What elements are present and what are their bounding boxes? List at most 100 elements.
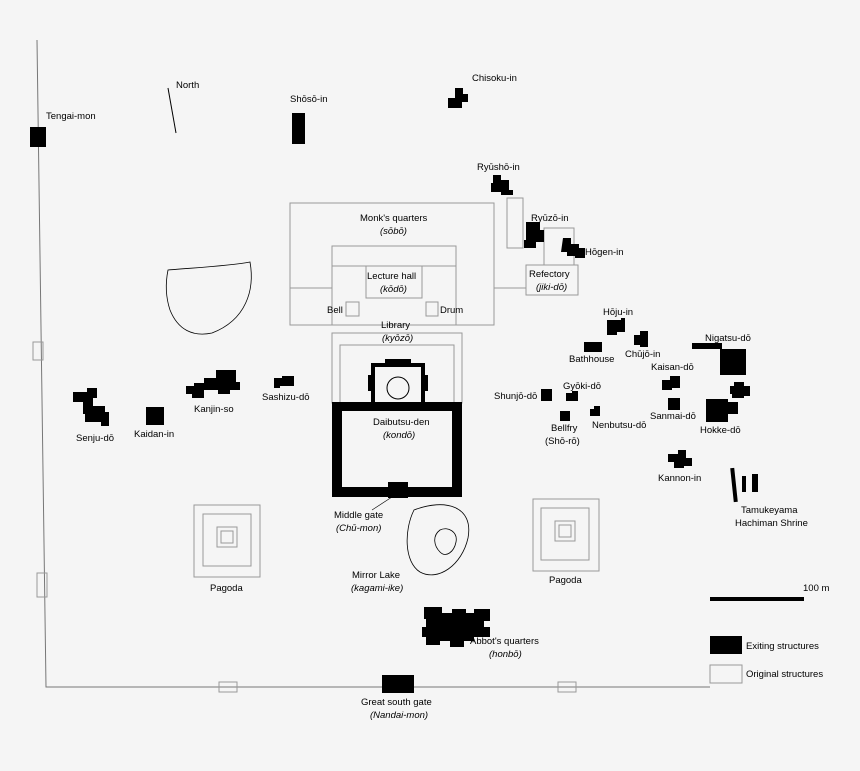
gyoki-do-label: Gyōki-dō xyxy=(563,381,601,392)
pagoda-east-inner xyxy=(554,520,576,542)
ryusho-in-label: Ryūshō-in xyxy=(477,162,520,173)
daibutsu-den-label: Daibutsu-den xyxy=(373,417,430,428)
kannon-in-structure xyxy=(668,450,692,468)
kanjin-so-label: Kanjin-so xyxy=(194,404,234,415)
mirror-lake-shape[interactable] xyxy=(406,504,470,576)
monks-quarters-label: Monk's quarters xyxy=(360,213,428,224)
pagoda-east-label: Pagoda xyxy=(549,575,582,586)
kaisan-do-structure xyxy=(662,376,680,390)
north-label: North xyxy=(176,80,199,91)
pagoda-west-outer xyxy=(193,504,261,578)
shunjo-do-label: Shunjō-dō xyxy=(494,391,537,402)
great-south-gate-jp-label: (Nandai-mon) xyxy=(370,710,428,721)
sanmai-do-structure xyxy=(668,398,680,410)
wall-gate-west-1 xyxy=(32,341,44,361)
chisoku-in-label: Chisoku-in xyxy=(472,73,517,84)
daibutsu-den-structure[interactable] xyxy=(368,359,428,409)
refectory-label: Refectory xyxy=(529,269,570,280)
legend-original-swatch xyxy=(709,664,743,684)
legend-existing-label: Exiting structures xyxy=(746,641,819,652)
kaidan-in-label: Kaidan-in xyxy=(134,429,174,440)
hoju-in-label: Hōju-in xyxy=(603,307,633,318)
chujo-in-structure xyxy=(634,331,648,347)
bellfry-structure xyxy=(560,411,570,421)
pagoda-east-core xyxy=(558,524,572,538)
abbots-quarters-label: Abbot's quarters xyxy=(470,636,539,647)
kanjin-so-structure xyxy=(186,370,240,398)
great-buddha-circle xyxy=(386,376,410,400)
drum-tower-outline xyxy=(425,301,439,317)
kannon-in-label: Kannon-in xyxy=(658,473,701,484)
hokke-do-label: Hokke-dō xyxy=(700,425,741,436)
wall-gate-south-2 xyxy=(557,681,577,693)
tamukeyama-label-1: Tamukeyama xyxy=(741,505,798,516)
monks-quarters-inner xyxy=(331,245,457,326)
bellfry-jp-label: (Shō-rō) xyxy=(545,436,580,447)
mirror-lake-label: Mirror Lake xyxy=(352,570,400,581)
abbots-quarters-jp-label: (honbō) xyxy=(489,649,522,660)
bellfry-label: Bellfry xyxy=(551,423,578,434)
sashizu-do-structure xyxy=(274,376,294,388)
nigatsu-do-corridor xyxy=(692,343,722,349)
pagoda-west-label: Pagoda xyxy=(210,583,243,594)
pagoda-east-mid xyxy=(540,507,590,561)
tengai-mon-structure xyxy=(30,127,46,147)
monks-quarters-jp-label: (sōbō) xyxy=(380,226,407,237)
mirror-lake-jp-label: (kagami-ike) xyxy=(351,583,403,594)
precinct-wall xyxy=(36,39,710,688)
nenbutsu-do-structure xyxy=(590,406,600,416)
hoju-in-structure xyxy=(607,318,625,335)
middle-gate-structure xyxy=(388,482,408,498)
tengai-mon-label: Tengai-mon xyxy=(46,111,96,122)
corridor-inner-outline xyxy=(339,344,455,404)
drum-label: Drum xyxy=(440,305,463,316)
sashizu-do-label: Sashizu-dō xyxy=(262,392,310,403)
pagoda-east-outer xyxy=(532,498,600,572)
hokke-do-main xyxy=(706,399,738,422)
lecture-hall-outline xyxy=(365,265,423,299)
pagoda-west-inner xyxy=(216,526,238,548)
scale-label: 100 m xyxy=(803,583,829,594)
chisoku-in-structure xyxy=(448,88,468,108)
refectory-outline xyxy=(525,264,579,296)
library-label: Library xyxy=(381,320,410,331)
kaisan-do-label: Kaisan-dō xyxy=(651,362,694,373)
middle-gate-leader xyxy=(371,496,393,511)
tamukeyama-label-2: Hachiman Shrine xyxy=(735,518,808,529)
lecture-hall-jp-label: (kōdō) xyxy=(380,284,407,295)
abbots-quarters-structure xyxy=(422,607,490,647)
pagoda-west-core xyxy=(220,530,234,544)
shunjo-do-structure xyxy=(541,389,552,401)
middle-gate-label: Middle gate xyxy=(334,510,383,521)
pagoda-west-mid xyxy=(202,513,252,567)
library-jp-label: (kyōzō) xyxy=(382,333,413,344)
bathhouse-label: Bathhouse xyxy=(569,354,614,365)
cloister-corridor[interactable] xyxy=(332,402,462,497)
senju-do-label: Senju-dō xyxy=(76,433,114,444)
nigatsu-do-structure xyxy=(720,349,746,375)
shoso-in-label: Shōsō-in xyxy=(290,94,328,105)
wall-gate-west-2 xyxy=(36,572,48,598)
wall-gate-south-1 xyxy=(218,681,238,693)
shoso-in-structure xyxy=(292,113,305,144)
tamukeyama-structure-3 xyxy=(752,474,758,492)
hogen-in-structure xyxy=(561,238,585,258)
great-south-gate-label: Great south gate xyxy=(361,697,432,708)
bell-label: Bell xyxy=(327,305,343,316)
ryuzo-in-label: Ryūzō-in xyxy=(531,213,569,224)
gyoki-do-structure xyxy=(566,391,578,401)
middle-gate-jp-label: (Chū-mon) xyxy=(336,523,381,534)
kaidan-in-structure xyxy=(146,407,164,425)
scale-bar xyxy=(710,597,804,601)
west-pond-shape[interactable] xyxy=(165,261,252,335)
tamukeyama-structure-1 xyxy=(730,467,738,503)
chujo-in-label: Chūjō-in xyxy=(625,349,660,360)
ryusho-in-outline xyxy=(506,197,524,249)
great-south-gate-structure xyxy=(382,675,414,693)
senju-do-structure xyxy=(73,388,109,426)
refectory-jp-label: (jiki-dō) xyxy=(536,282,567,293)
bathhouse-structure xyxy=(584,342,602,352)
daibutsu-den-jp-label: (kondō) xyxy=(383,430,415,441)
bell-tower-outline xyxy=(345,301,360,317)
